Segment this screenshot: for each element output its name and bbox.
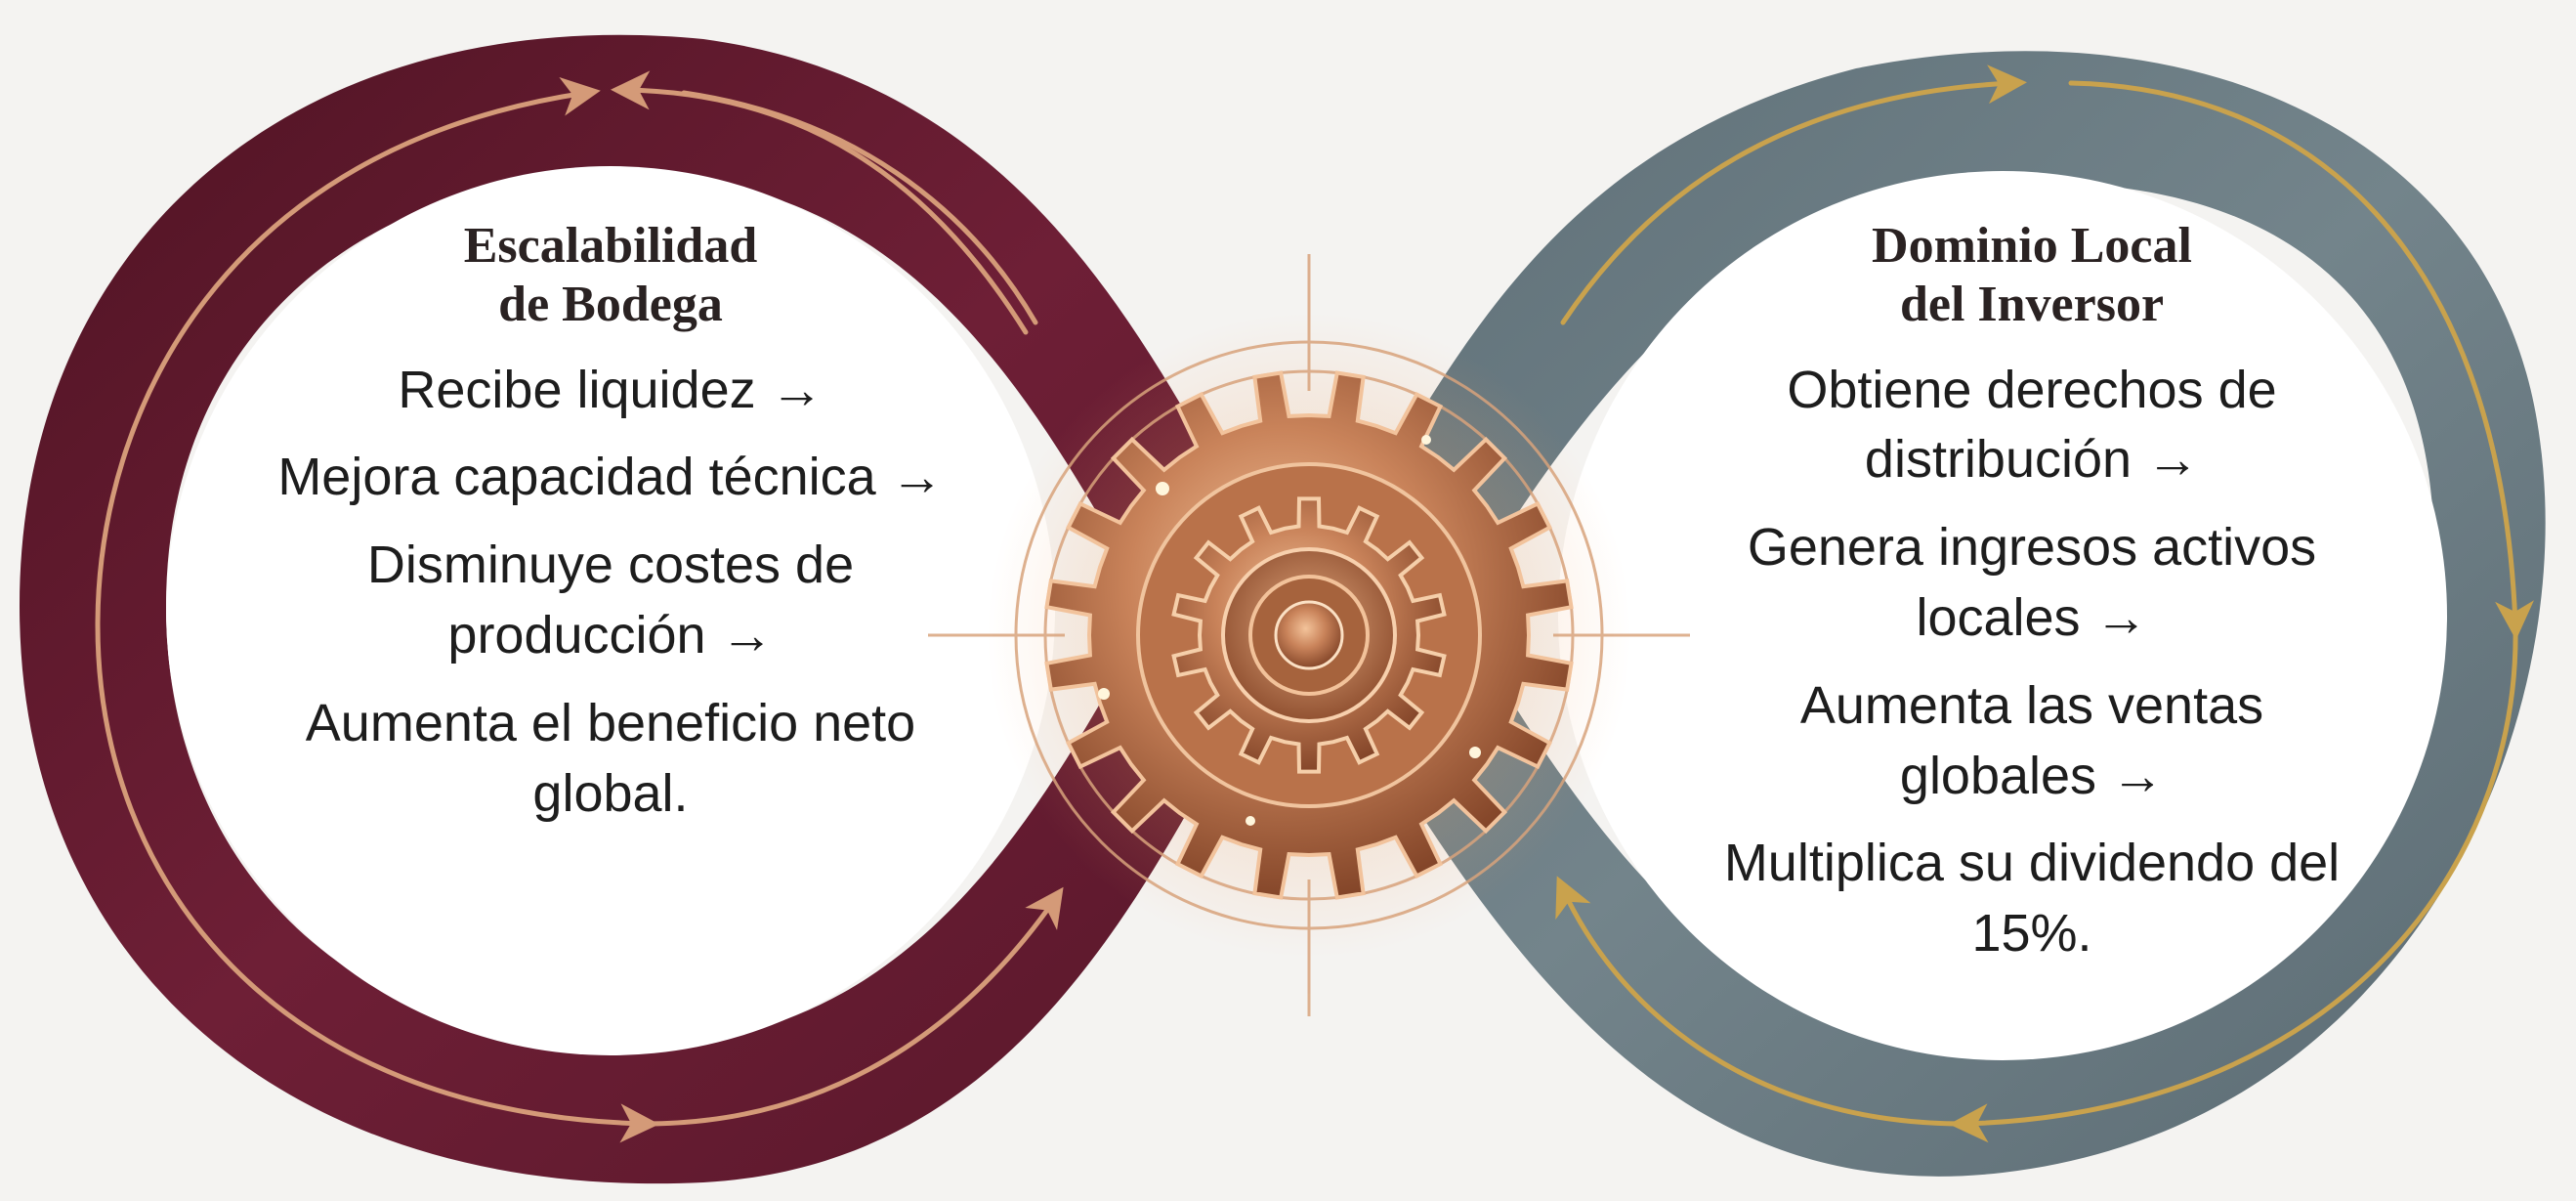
right-step-4: Multiplica su dividendo del 15%. xyxy=(1723,834,2341,964)
right-loop-band xyxy=(1299,51,2546,1177)
left-loop-band xyxy=(20,34,1299,1184)
left-step-4: Aumenta el beneficio neto global. xyxy=(305,693,916,823)
right-loop-flow-lines xyxy=(1555,64,2535,1143)
crosshair-rings xyxy=(928,254,1690,1016)
right-step-2: Genera ingresos activos locales → xyxy=(1747,518,2317,648)
left-loop-panel: Escalabilidad de Bodega Recibe liquidez … xyxy=(186,217,1035,846)
right-loop-inner-disc xyxy=(1558,171,2447,1060)
gear-icon xyxy=(928,254,1690,1016)
left-loop-flow-lines xyxy=(95,70,1064,1143)
right-loop-panel: Dominio Local del Inversor Obtiene derec… xyxy=(1641,217,2423,987)
right-loop-steps: Obtiene derechos de distribución → Gener… xyxy=(1641,356,2423,970)
left-step-1: Recibe liquidez → xyxy=(398,360,823,419)
left-step-2: Mejora capacidad técnica → xyxy=(277,448,944,507)
sparkles xyxy=(1098,435,1481,826)
left-loop-steps: Recibe liquidez → Mejora capacidad técni… xyxy=(186,356,1035,830)
left-step-3: Disminuye costes de producción → xyxy=(366,536,855,665)
right-loop-title: Dominio Local del Inversor xyxy=(1872,218,2192,332)
right-step-3: Aumenta las ventas globales → xyxy=(1799,675,2264,805)
right-step-1: Obtiene derechos de distribución → xyxy=(1787,360,2277,490)
left-loop-title: Escalabilidad de Bodega xyxy=(463,218,758,332)
left-loop-inner-disc xyxy=(166,166,1055,1055)
